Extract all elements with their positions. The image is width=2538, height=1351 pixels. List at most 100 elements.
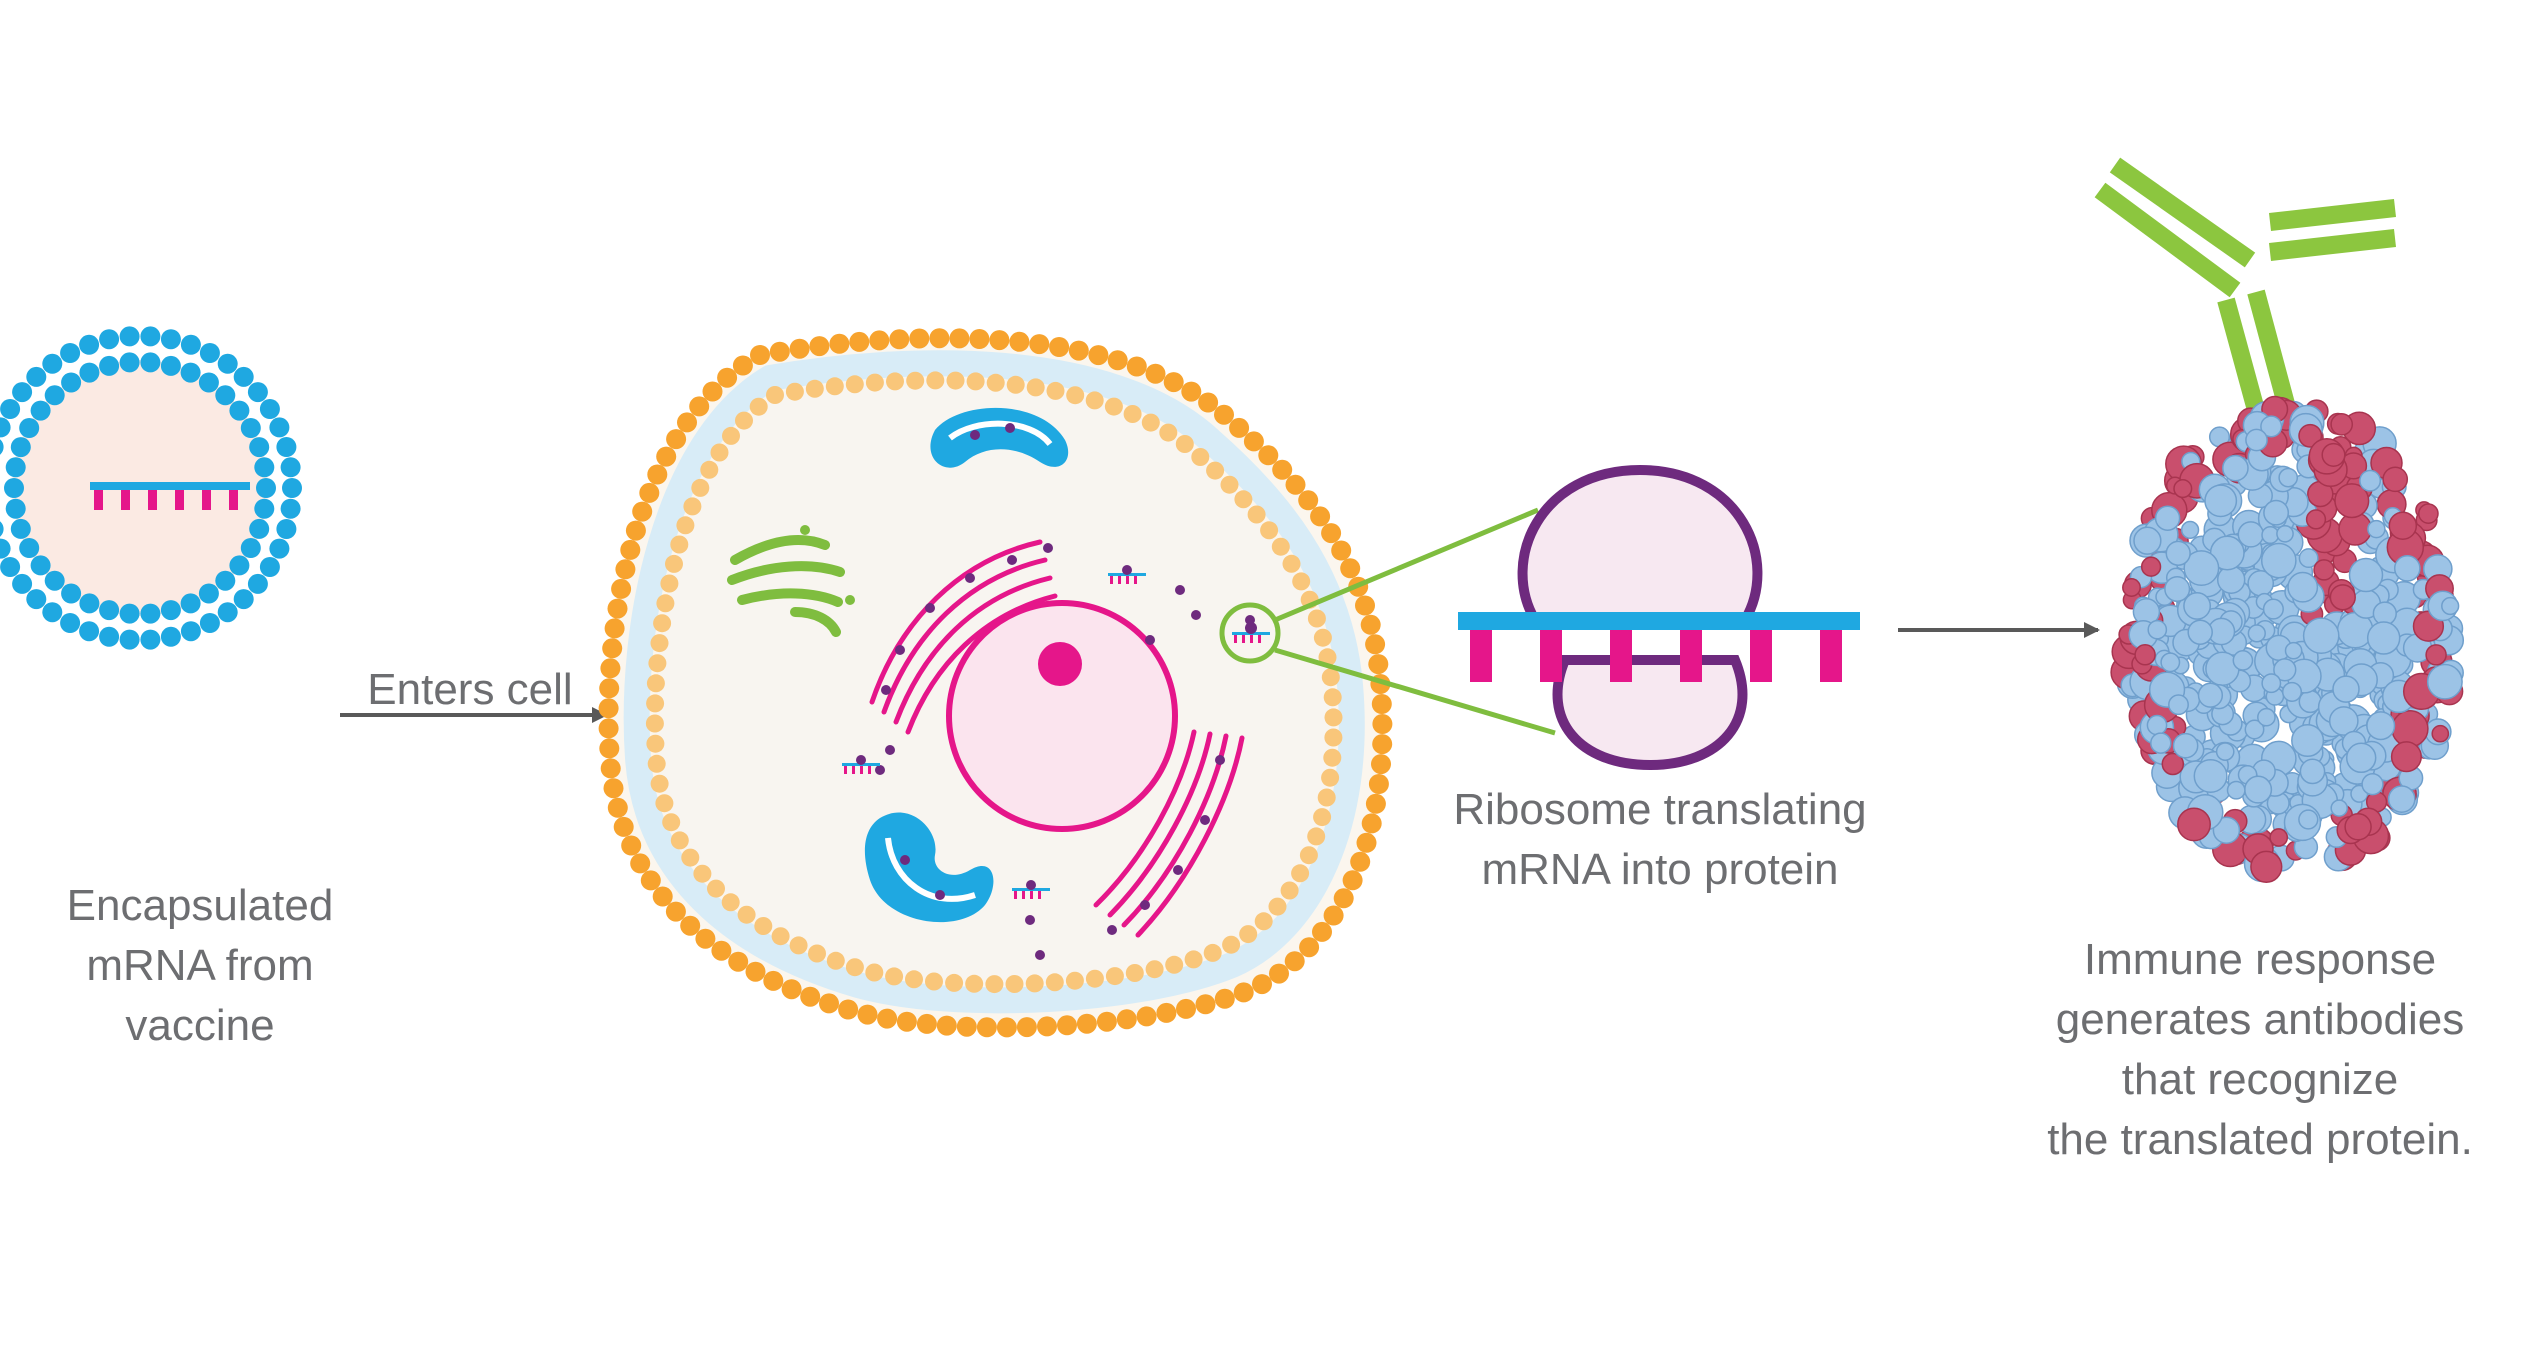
protein-surface-blob <box>2276 524 2294 543</box>
membrane-bead <box>728 951 749 972</box>
protein-surface-blob <box>2344 813 2372 841</box>
protein-surface-blob <box>2361 773 2384 796</box>
protein-surface-blob <box>2160 652 2181 673</box>
ribosome-label-line: mRNA into protein <box>1481 845 1839 894</box>
membrane-bead <box>1291 864 1310 883</box>
membrane-bead <box>826 951 845 970</box>
lipid-bead <box>259 399 280 419</box>
membrane-bead <box>771 927 790 946</box>
membrane-bead <box>737 905 756 924</box>
protein-surface-blob <box>2247 624 2266 643</box>
lipid-bead <box>249 518 270 539</box>
membrane-bead <box>1065 971 1084 990</box>
membrane-bead <box>936 1015 957 1036</box>
membrane-bead <box>1181 381 1202 402</box>
membrane-bead <box>1165 955 1184 974</box>
lipid-bead <box>256 478 276 498</box>
nucleolus-icon <box>1038 642 1082 686</box>
membrane-bead <box>650 634 669 653</box>
membrane-bead <box>819 993 839 1014</box>
lipid-bead <box>198 372 219 393</box>
membrane-bead <box>1323 905 1344 926</box>
membrane-bead <box>985 975 1004 994</box>
protein-surface-blob <box>2212 816 2241 844</box>
membrane-bead <box>1088 345 1109 366</box>
membrane-bead <box>1355 595 1375 616</box>
protein-surface-blob <box>2226 780 2246 800</box>
membrane-bead <box>599 678 620 699</box>
membrane-bead <box>1317 788 1336 807</box>
membrane-bead <box>896 1011 917 1032</box>
membrane-bead <box>857 1004 878 1025</box>
membrane-bead <box>1284 951 1305 972</box>
membrane-bead <box>693 864 712 883</box>
lipid-bead <box>0 521 4 537</box>
membrane-bead <box>1368 654 1389 675</box>
protein-surface-blob <box>2150 732 2172 754</box>
immune-label-line: Immune response <box>2083 935 2437 984</box>
protein-surface-blob <box>2298 548 2319 569</box>
membrane-bead <box>1368 774 1389 794</box>
protein-surface-blob <box>2388 511 2418 540</box>
membrane-bead <box>1105 967 1124 986</box>
membrane-bead <box>639 482 660 503</box>
protein-icon <box>2110 395 2465 883</box>
lipid-bead <box>276 437 297 457</box>
protein-surface-blob <box>2133 526 2162 555</box>
lipid-bead <box>30 400 51 421</box>
protein-surface-blob <box>2180 520 2200 540</box>
membrane-bead <box>926 371 945 390</box>
membrane-bead <box>865 373 884 392</box>
membrane-bead <box>885 967 904 986</box>
protein-surface-blob <box>2177 807 2211 842</box>
membrane-bead <box>1214 404 1234 425</box>
er-ribosome-dots <box>881 543 1225 935</box>
protein-surface-blob <box>2284 641 2303 660</box>
lipid-bead <box>119 326 140 347</box>
membrane-bead <box>1096 1011 1117 1032</box>
lipid-bead <box>99 626 120 647</box>
cell-membrane-band <box>623 350 1365 1014</box>
membrane-bead <box>670 535 689 554</box>
membrane-bead <box>1356 832 1377 853</box>
membrane-bead <box>845 375 864 394</box>
lipid-bead <box>0 417 11 438</box>
membrane-bead <box>702 381 723 402</box>
mrna-ribosome-complex-icon <box>1012 880 1050 899</box>
membrane-bead <box>1258 445 1279 466</box>
membrane-bead <box>710 443 729 462</box>
membrane-bead <box>849 331 870 352</box>
protein-surface-blob <box>2291 723 2325 758</box>
membrane-bead <box>1310 506 1331 527</box>
membrane-bead <box>1005 975 1024 993</box>
lipid-bead <box>0 557 21 577</box>
protein-surface-blob <box>2245 428 2268 452</box>
lipid-bead <box>249 437 270 458</box>
protein-surface-blob <box>2165 540 2191 566</box>
membrane-bead <box>660 574 679 593</box>
membrane-bead <box>1125 964 1144 982</box>
membrane-bead <box>691 478 710 497</box>
membrane-bead <box>1260 521 1279 540</box>
protein-surface-blob <box>2146 714 2168 736</box>
membrane-bead <box>805 379 824 398</box>
lipid-bead <box>42 353 63 374</box>
ribosome-label-line: Ribosome translating <box>1453 785 1867 834</box>
protein-surface-blob <box>2161 752 2185 776</box>
membrane-bead <box>1272 459 1293 480</box>
lipid-bead <box>30 555 51 576</box>
membrane-bead <box>1324 708 1343 727</box>
membrane-bead <box>781 979 802 1000</box>
membrane-bead <box>1312 921 1332 942</box>
membrane-bead <box>785 382 804 401</box>
membrane-bead <box>1016 1017 1037 1038</box>
membrane-bead <box>946 371 965 390</box>
lipid-bead <box>0 538 11 559</box>
membrane-bead <box>695 928 716 949</box>
membrane-bead <box>1331 540 1352 561</box>
protein-surface-blob <box>2313 559 2335 581</box>
protein-surface-blob <box>2281 681 2303 702</box>
membrane-bead <box>966 372 985 391</box>
enters-cell-text: Enters cell <box>367 665 573 714</box>
